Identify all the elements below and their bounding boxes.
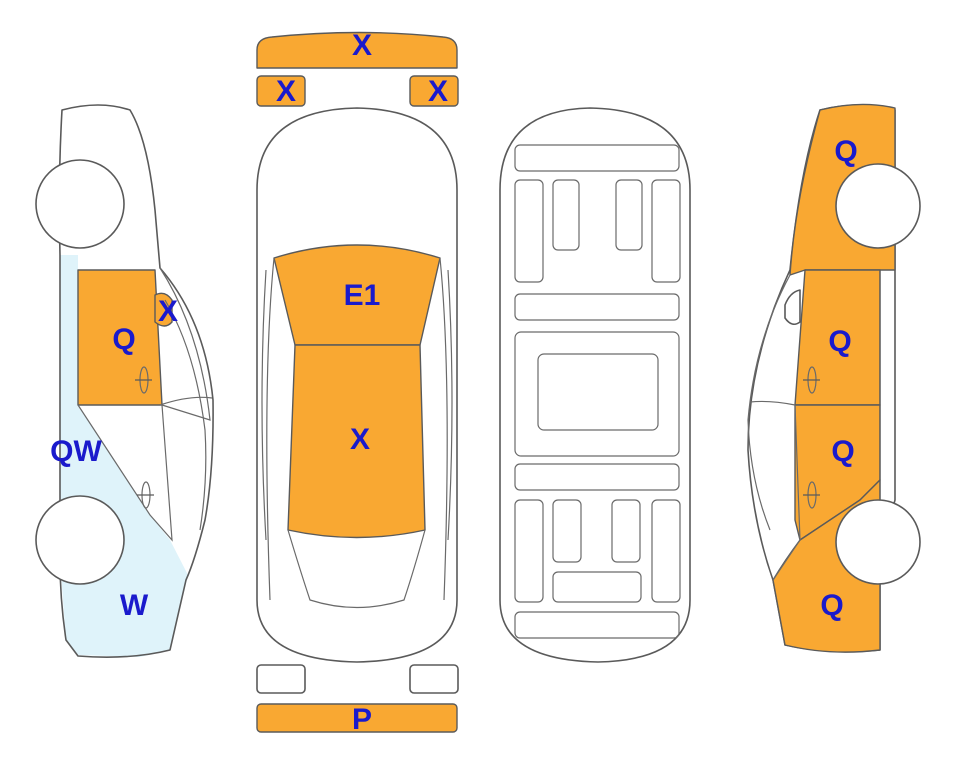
left-mirror-code: X (157, 295, 179, 328)
right-side-view (747, 103, 921, 653)
right-rear-quarter-code: Q (820, 589, 844, 622)
rear-right-light (409, 664, 459, 694)
right-rear-door-code: Q (831, 435, 855, 468)
left-rear-wheel (35, 495, 125, 585)
right-rear-wheel (835, 499, 921, 585)
left-side-view (35, 104, 214, 658)
right-front-fender-code: Q (834, 135, 858, 168)
rear-left-light (256, 664, 306, 694)
front-left-light-panel[interactable] (256, 75, 306, 107)
left-front-door-handle (135, 366, 152, 394)
left-front-wheel (35, 159, 125, 249)
right-front-door-handle (803, 366, 820, 394)
top-view (256, 31, 459, 733)
right-rear-door-handle (803, 481, 820, 509)
underside-body-outline (499, 107, 691, 663)
hood-panel[interactable] (273, 244, 441, 346)
rear-bumper-panel[interactable] (256, 703, 458, 733)
hood-code: E1 (343, 279, 381, 312)
left-rear-door-code: QW (50, 435, 102, 468)
roof-code: X (349, 423, 371, 456)
left-rear-door-handle (137, 481, 154, 509)
left-mirror-panel[interactable] (154, 292, 173, 327)
right-front-door-code: Q (828, 325, 852, 358)
top-view-body-outline (256, 107, 458, 663)
right-mirror (784, 289, 801, 326)
right-front-wheel (835, 163, 921, 249)
front-right-light-code: X (427, 75, 449, 108)
front-right-light-panel[interactable] (409, 75, 459, 107)
underside-view (499, 107, 691, 663)
front-bumper-code: X (351, 29, 373, 62)
front-left-light-code: X (275, 75, 297, 108)
left-rear-quarter-code: W (119, 589, 149, 622)
left-front-door-code: Q (112, 323, 136, 356)
rear-bumper-code: P (351, 703, 373, 736)
front-bumper-panel[interactable] (256, 31, 458, 69)
